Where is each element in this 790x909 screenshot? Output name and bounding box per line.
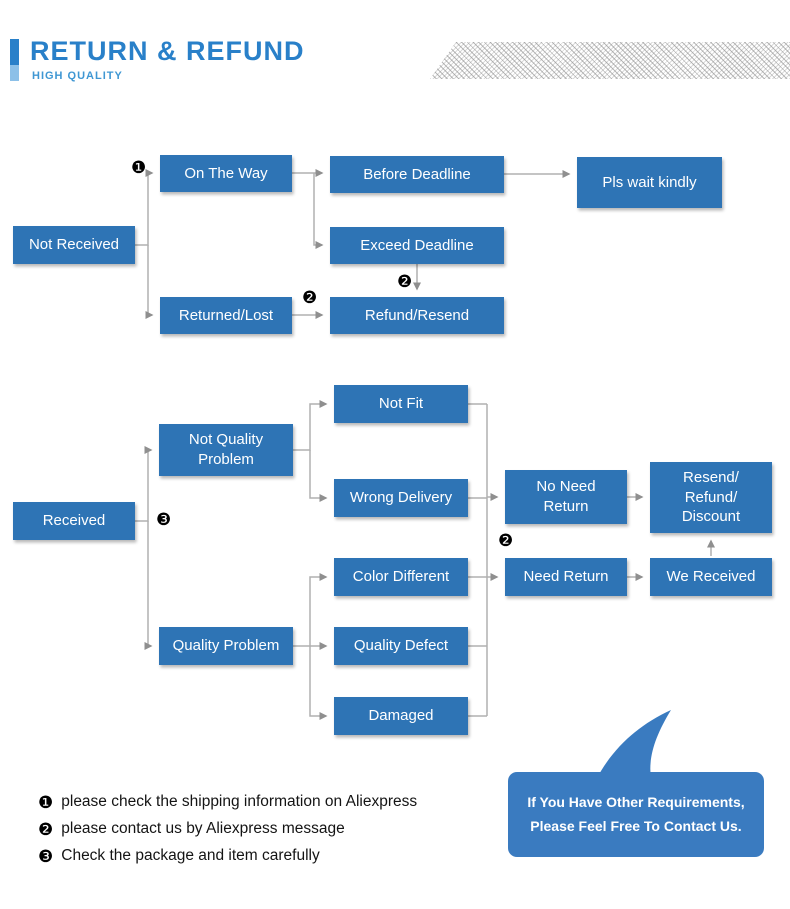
node-not-received: Not Received: [13, 226, 135, 264]
node-damaged: Damaged: [334, 697, 468, 735]
footnote-1: ❶ please check the shipping information …: [38, 793, 417, 811]
node-not-quality-problem: Not Quality Problem: [159, 424, 293, 476]
contact-speech-bubble: If You Have Other Requirements, Please F…: [508, 772, 764, 857]
node-quality-problem: Quality Problem: [159, 627, 293, 665]
node-resend-refund-discount: Resend/ Refund/ Discount: [650, 462, 772, 533]
node-we-received: We Received: [650, 558, 772, 596]
footnote-3-badge: ❸: [38, 846, 54, 866]
footnote-2-text: please contact us by Aliexpress message: [61, 820, 345, 837]
node-not-fit: Not Fit: [334, 385, 468, 423]
node-refund-resend: Refund/Resend: [330, 297, 504, 334]
badge-3-received: ❸: [156, 510, 172, 529]
node-wrong-delivery: Wrong Delivery: [334, 479, 468, 517]
node-received: Received: [13, 502, 135, 540]
footnote-3-text: Check the package and item carefully: [61, 847, 320, 864]
node-pls-wait-kindly: Pls wait kindly: [577, 157, 722, 208]
footnote-2: ❷ please contact us by Aliexpress messag…: [38, 820, 345, 838]
badge-2-return-branch: ❷: [498, 531, 514, 550]
node-color-different: Color Different: [334, 558, 468, 596]
node-exceed-deadline: Exceed Deadline: [330, 227, 504, 264]
speech-bubble-tail: [597, 710, 671, 778]
node-on-the-way: On The Way: [160, 155, 292, 192]
page-title: RETURN & REFUND: [30, 36, 305, 66]
footnote-3: ❸ Check the package and item carefully: [38, 847, 320, 865]
footnote-1-text: please check the shipping information on…: [61, 793, 418, 810]
footnote-2-badge: ❷: [38, 819, 54, 839]
badge-1-on-the-way: ❶: [131, 158, 147, 177]
node-before-deadline: Before Deadline: [330, 156, 504, 193]
header-hatch-decoration: [430, 42, 790, 79]
node-need-return: Need Return: [505, 558, 627, 596]
page-subtitle: HIGH QUALITY: [32, 70, 123, 82]
node-returned-lost: Returned/Lost: [160, 297, 292, 334]
node-no-need-return: No Need Return: [505, 470, 627, 524]
node-quality-defect: Quality Defect: [334, 627, 468, 665]
badge-2-refund-resend: ❷: [397, 272, 413, 291]
header-accent-bar: [10, 39, 19, 81]
footnote-1-badge: ❶: [38, 792, 54, 812]
badge-2-returned-lost: ❷: [302, 288, 318, 307]
